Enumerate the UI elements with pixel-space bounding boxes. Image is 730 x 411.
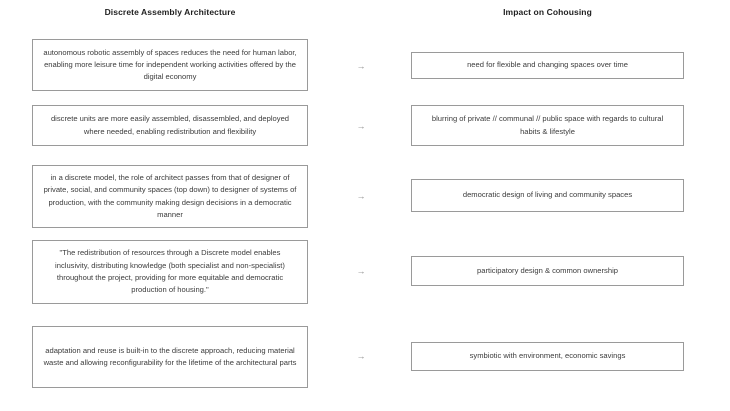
arrow-right-icon: →: [356, 266, 366, 276]
architecture-statement-box: discrete units are more easily assembled…: [32, 105, 308, 146]
arrow-right-icon: →: [356, 121, 366, 131]
cohousing-impact-box: blurring of private // communal // publi…: [411, 105, 684, 146]
cohousing-impact-text: democratic design of living and communit…: [462, 190, 633, 200]
cohousing-impact-text: blurring of private // communal // publi…: [431, 114, 664, 136]
architecture-statement-text: adaptation and reuse is built-in to the …: [43, 345, 297, 367]
architecture-statement-text: "The redistribution of resources through…: [55, 248, 285, 295]
mapping-row: discrete units are more easily assembled…: [0, 105, 730, 165]
arrow-right-icon: →: [356, 351, 366, 361]
arrow-right-icon: →: [356, 191, 366, 201]
arrow-right-icon: →: [356, 61, 366, 71]
architecture-statement-box: adaptation and reuse is built-in to the …: [32, 326, 308, 388]
architecture-statement-text: autonomous robotic assembly of spaces re…: [43, 47, 297, 82]
mapping-row: "The redistribution of resources through…: [0, 240, 730, 320]
cohousing-impact-box: democratic design of living and communit…: [411, 179, 684, 212]
cohousing-impact-box: need for flexible and changing spaces ov…: [411, 52, 684, 79]
mapping-rows: autonomous robotic assembly of spaces re…: [0, 30, 730, 400]
cohousing-impact-box: participatory design & common ownership: [411, 256, 684, 286]
cohousing-impact-text: symbiotic with environment, economic sav…: [469, 351, 626, 361]
architecture-statement-text: in a discrete model, the role of archite…: [43, 172, 297, 219]
cohousing-impact-text: need for flexible and changing spaces ov…: [467, 60, 628, 70]
architecture-statement-text: discrete units are more easily assembled…: [50, 114, 290, 136]
column-header-right: Impact on Cohousing: [503, 7, 592, 17]
mapping-row: adaptation and reuse is built-in to the …: [0, 320, 730, 400]
mapping-row: in a discrete model, the role of archite…: [0, 165, 730, 240]
column-headers: Discrete Assembly Architecture Impact on…: [0, 0, 730, 30]
architecture-statement-box: in a discrete model, the role of archite…: [32, 165, 308, 228]
column-header-left: Discrete Assembly Architecture: [104, 7, 236, 17]
architecture-statement-box: "The redistribution of resources through…: [32, 240, 308, 304]
cohousing-impact-box: symbiotic with environment, economic sav…: [411, 342, 684, 371]
cohousing-impact-text: participatory design & common ownership: [477, 265, 618, 275]
mapping-row: autonomous robotic assembly of spaces re…: [0, 30, 730, 105]
architecture-statement-box: autonomous robotic assembly of spaces re…: [32, 39, 308, 91]
